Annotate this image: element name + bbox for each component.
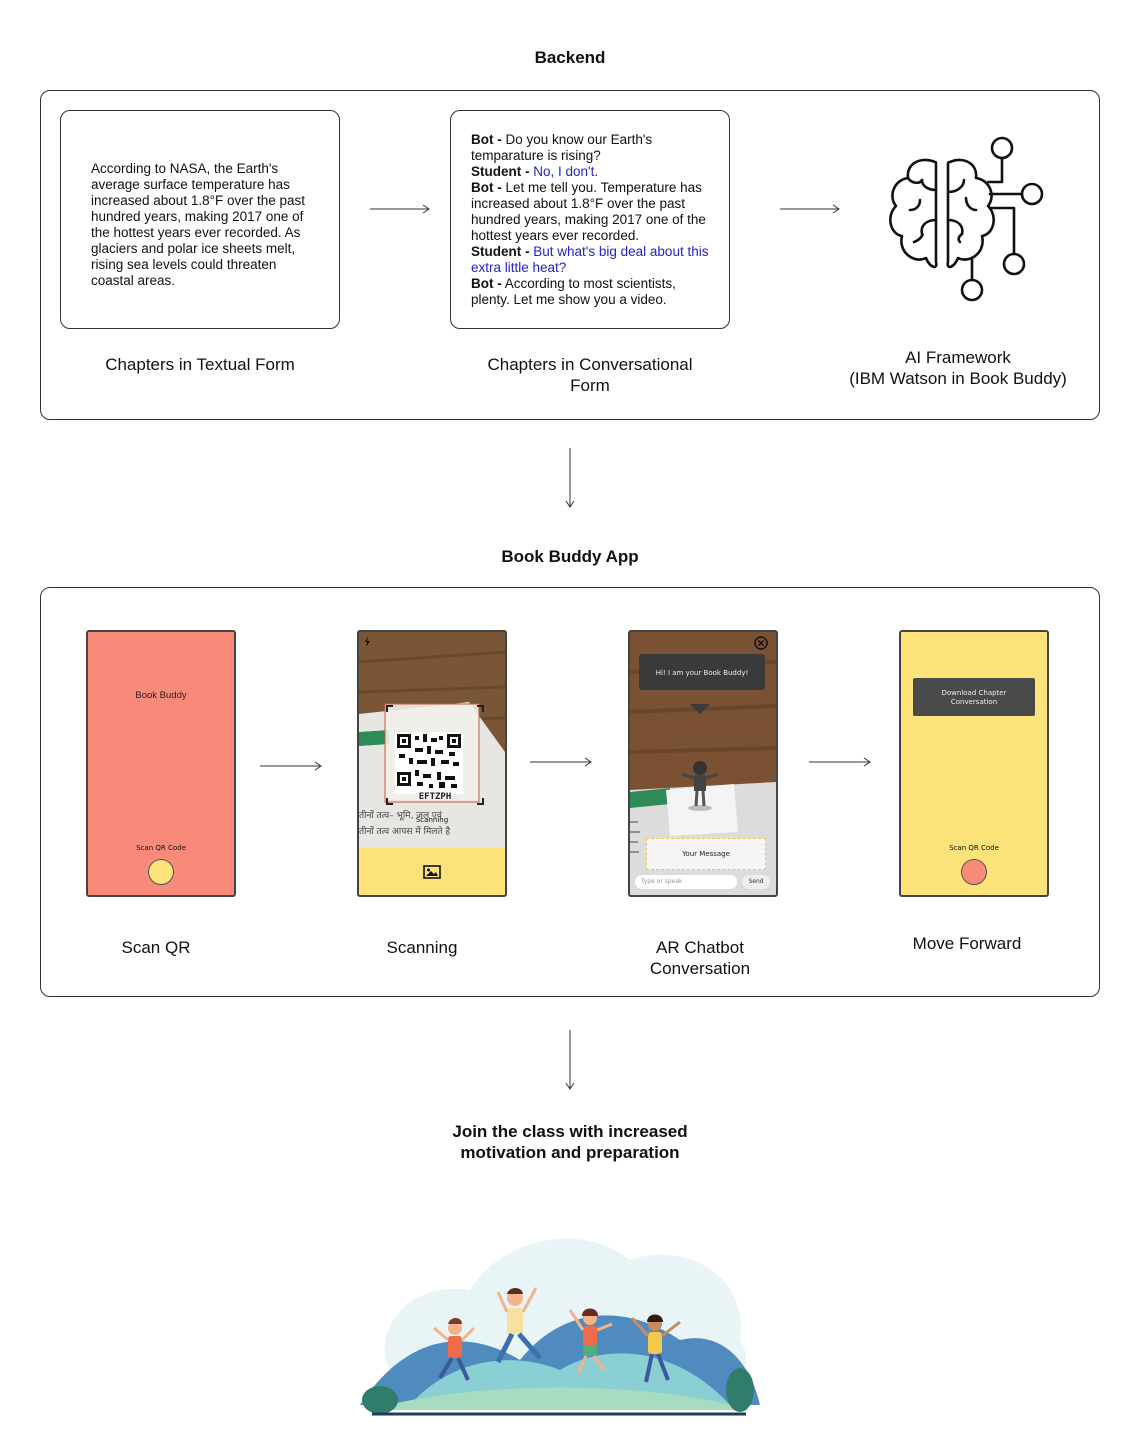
- textual-chapter-card: According to NASA, the Earth's average s…: [60, 110, 340, 329]
- scanning-screen: EFTZPH तीनों तत्व– भूमि, जल एवं तीनों तत…: [357, 630, 507, 897]
- arrow-right-icon: [260, 761, 322, 771]
- arrow-right-icon: [780, 204, 840, 214]
- conversation-line: Bot - According to most scientists, plen…: [471, 276, 676, 307]
- backend-title: Backend: [534, 48, 606, 67]
- app-name-label: Book Buddy: [135, 690, 187, 701]
- arrow-down-icon: [565, 1030, 575, 1090]
- arrow-right-icon: [370, 204, 430, 214]
- arrow-down-icon: [565, 448, 575, 508]
- scan-qr-caption: Scan QR Code: [136, 844, 186, 852]
- conversation-line: Bot - Do you know our Earth's temparatur…: [471, 132, 653, 163]
- arrow-right-icon: [530, 757, 592, 767]
- send-button[interactable]: Send: [742, 875, 770, 889]
- label-textual-form: Chapters in Textual Form: [105, 355, 295, 374]
- camera-view: [359, 632, 505, 848]
- message-input[interactable]: Type or speak: [635, 875, 737, 889]
- scan-qr-button[interactable]: [961, 859, 987, 885]
- conversation-line: Student - But what's big deal about this…: [471, 244, 709, 275]
- textual-chapter-text: According to NASA, the Earth's average s…: [91, 161, 306, 288]
- book-text: तीनों तत्व– भूमि, जल एवं तीनों तत्व आपस …: [359, 811, 451, 837]
- scan-qr-screen: Book Buddy Scan QR Code: [86, 630, 236, 897]
- scanning-status: Scanning: [415, 816, 449, 824]
- label-move-forward: Move Forward: [912, 934, 1022, 953]
- move-forward-screen: Download Chapter Conversation Scan QR Co…: [899, 630, 1049, 897]
- conversation-line: Student - No, I don't.: [471, 164, 599, 179]
- download-conversation-button[interactable]: Download Chapter Conversation: [913, 678, 1035, 716]
- conversation-line: Bot - Let me tell you. Temperature has i…: [471, 180, 706, 243]
- flash-icon: [365, 636, 370, 647]
- arrow-right-icon: [809, 757, 871, 767]
- close-circle-icon[interactable]: [754, 636, 768, 650]
- scan-qr-caption: Scan QR Code: [949, 844, 999, 852]
- label-ai-framework: AI Framework (IBM Watson in Book Buddy): [849, 348, 1067, 388]
- label-conversational-form: Chapters in Conversational Form: [487, 355, 693, 395]
- outcome-text: Join the class with increased motivation…: [452, 1122, 688, 1162]
- label-scanning: Scanning: [386, 938, 458, 957]
- brain-circuit-icon: [889, 136, 1044, 302]
- app-title: Book Buddy App: [501, 547, 639, 566]
- conversation-chapter-card: Bot - Do you know our Earth's temparatur…: [450, 110, 730, 329]
- label-ar-chatbot: AR Chatbot Conversation: [649, 938, 751, 978]
- ar-chat-screen: Hi! I am your Book Buddy! Your Message T…: [628, 630, 778, 897]
- scan-qr-button[interactable]: [148, 859, 174, 885]
- scanning-bottom-bar: [359, 848, 505, 895]
- jumping-kids-illustration: [360, 1238, 760, 1416]
- qr-code-caption: EFTZPH: [418, 792, 452, 802]
- label-scan-qr: Scan QR: [121, 938, 191, 957]
- your-message-box: Your Message: [646, 838, 766, 870]
- chat-bubble: Hi! I am your Book Buddy!: [639, 654, 765, 690]
- chat-bubble-text: Hi! I am your Book Buddy!: [655, 669, 749, 677]
- image-icon[interactable]: [423, 865, 441, 879]
- conversation-list: Bot - Do you know our Earth's temparatur…: [471, 132, 709, 308]
